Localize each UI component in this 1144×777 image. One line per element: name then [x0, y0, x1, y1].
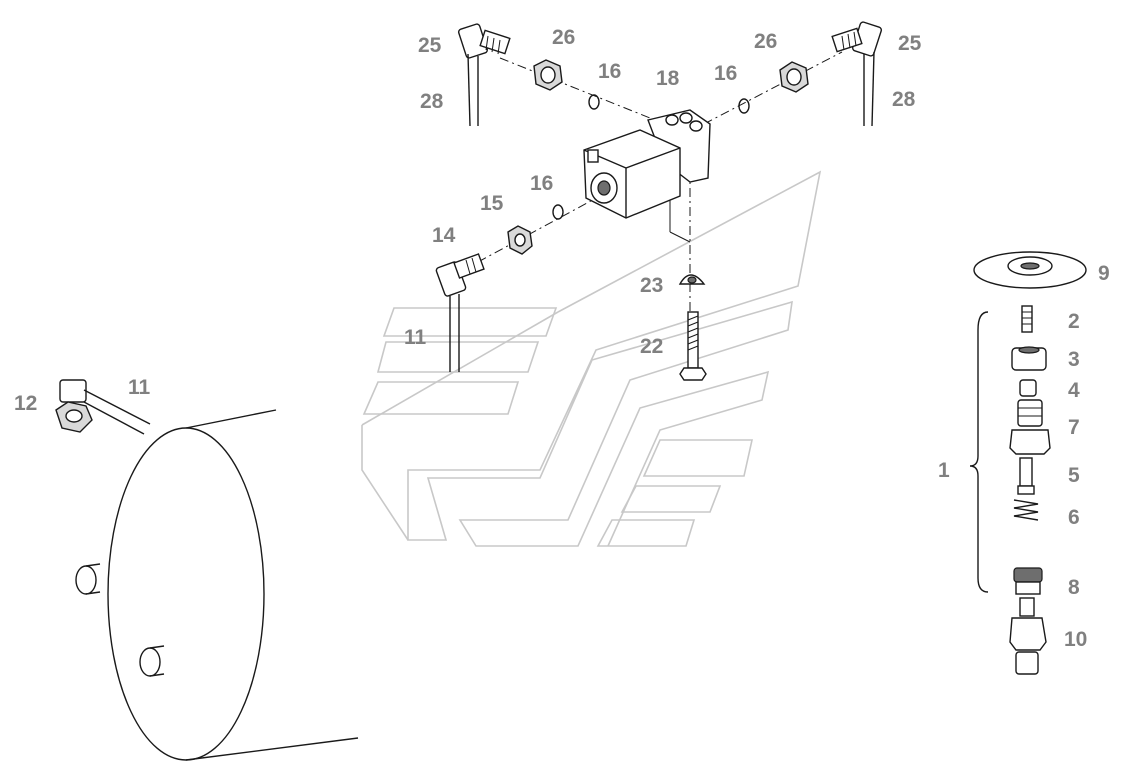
- label-25-left: 25: [418, 34, 442, 57]
- elbow-fitting-25-left: [457, 23, 511, 127]
- label-22: 22: [640, 335, 663, 358]
- o-ring-16-mid: [552, 204, 564, 220]
- label-28-right: 28: [892, 88, 916, 111]
- label-28-left: 28: [420, 90, 444, 113]
- pin-5: [1017, 457, 1035, 495]
- label-3: 3: [1068, 348, 1080, 371]
- elbow-fitting-12: [55, 379, 151, 435]
- label-7: 7: [1068, 416, 1080, 439]
- elbow-fitting-14: [435, 253, 485, 372]
- air-tank: [75, 409, 359, 761]
- label-25-right: 25: [898, 32, 922, 55]
- bolt-22: [679, 311, 707, 381]
- watermark-logo: [361, 170, 822, 547]
- nut-26-left: [533, 59, 563, 91]
- label-18: 18: [656, 67, 680, 90]
- label-1: 1: [938, 459, 950, 482]
- label-23: 23: [640, 274, 663, 297]
- label-10: 10: [1064, 628, 1087, 651]
- o-ring-16-top-right: [738, 98, 750, 114]
- label-11-left: 11: [128, 376, 151, 399]
- washer-23: [678, 274, 706, 285]
- spacer-3: [1011, 346, 1047, 371]
- label-15: 15: [480, 192, 504, 215]
- label-16-top-right: 16: [714, 62, 737, 85]
- nut-15: [507, 225, 533, 255]
- label-4: 4: [1068, 379, 1080, 402]
- solenoid-valve-18: [583, 109, 711, 219]
- cap-8: [1013, 567, 1043, 595]
- label-11-mid: 11: [404, 326, 427, 349]
- screw-2: [1021, 305, 1033, 333]
- label-12: 12: [14, 392, 37, 415]
- elbow-fitting-25-right: [831, 21, 883, 127]
- label-16-top-left: 16: [598, 60, 621, 83]
- connector-10: [1009, 597, 1047, 675]
- spring-6: [1013, 499, 1039, 521]
- label-2: 2: [1068, 310, 1080, 333]
- label-14: 14: [432, 224, 456, 247]
- nut-26-right: [779, 61, 809, 93]
- drain-valve-9: [973, 251, 1087, 289]
- bracket-1: [969, 311, 989, 593]
- label-26-left: 26: [552, 26, 575, 49]
- label-16-mid: 16: [530, 172, 553, 195]
- label-5: 5: [1068, 464, 1080, 487]
- part-number-labels: 25 28 26 16 18 16 26 25 28 16 15 14 23 1…: [14, 26, 1110, 651]
- o-ring-16-top-left: [588, 94, 600, 110]
- valve-body-7: [1009, 399, 1051, 455]
- label-8: 8: [1068, 576, 1080, 599]
- seal-4: [1019, 379, 1037, 397]
- label-26-right: 26: [754, 30, 777, 53]
- label-9: 9: [1098, 262, 1110, 285]
- label-6: 6: [1068, 506, 1080, 529]
